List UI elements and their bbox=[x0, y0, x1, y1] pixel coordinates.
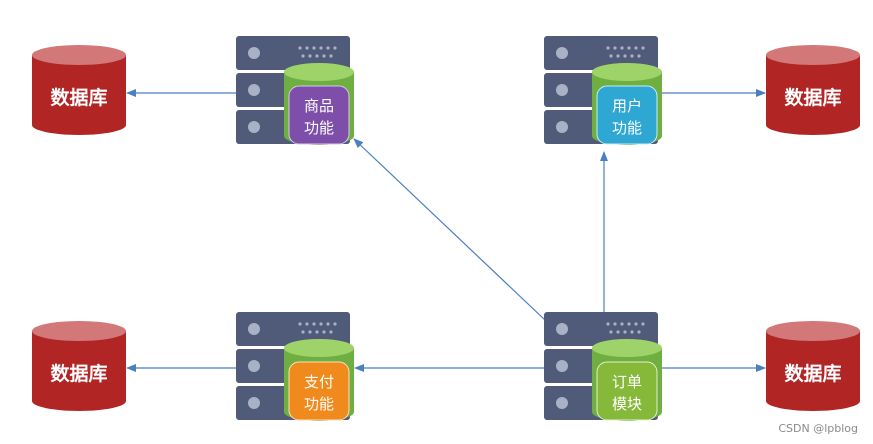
database-label: 数据库 bbox=[784, 86, 841, 109]
database-label: 数据库 bbox=[784, 362, 841, 385]
service-product: 商品 功能 bbox=[236, 36, 354, 145]
service-badge bbox=[596, 361, 658, 421]
service-payment: 支付 功能 bbox=[236, 312, 354, 421]
database-top-left: 数据库 bbox=[32, 45, 126, 135]
service-label-line1: 支付 bbox=[304, 373, 334, 391]
service-label-line1: 用户 bbox=[612, 97, 642, 115]
database-label: 数据库 bbox=[50, 86, 107, 109]
service-label-line1: 商品 bbox=[304, 97, 334, 115]
service-badge bbox=[288, 85, 350, 145]
arrow-order-to-product bbox=[353, 138, 546, 321]
service-label-line2: 模块 bbox=[612, 395, 642, 413]
watermark: CSDN @lpblog bbox=[778, 422, 858, 435]
database-top-right: 数据库 bbox=[766, 45, 860, 135]
database-bottom-left: 数据库 bbox=[32, 321, 126, 411]
service-label-line1: 订单 bbox=[612, 373, 642, 391]
database-label: 数据库 bbox=[50, 362, 107, 385]
database-bottom-right: 数据库 bbox=[766, 321, 860, 411]
service-label-line2: 功能 bbox=[612, 119, 642, 137]
service-order: 订单 模块 bbox=[544, 312, 662, 421]
service-user: 用户 功能 bbox=[544, 36, 662, 145]
service-badge bbox=[288, 361, 350, 421]
connector-arrows bbox=[126, 89, 766, 372]
service-badge bbox=[596, 85, 658, 145]
service-label-line2: 功能 bbox=[304, 395, 334, 413]
service-label-line2: 功能 bbox=[304, 119, 334, 137]
